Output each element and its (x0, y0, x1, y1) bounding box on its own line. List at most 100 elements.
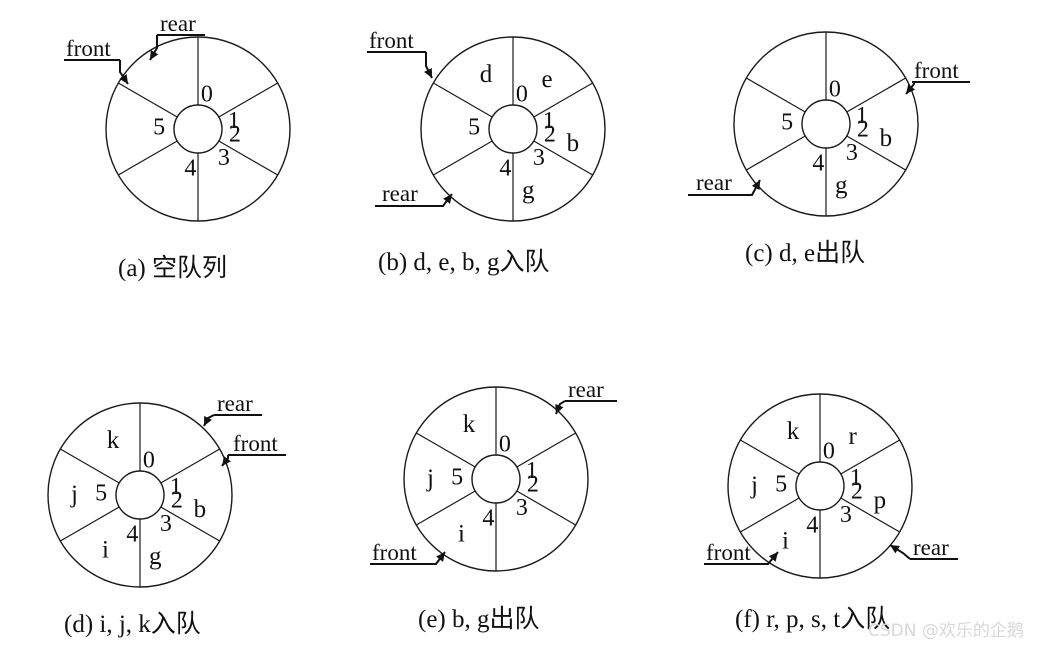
slot-value-5: j (750, 472, 758, 499)
slot-value-4: i (782, 528, 789, 555)
slot-index-2: 2 (171, 487, 183, 513)
slot-index-5: 5 (781, 110, 793, 136)
slot-index-5: 5 (468, 115, 480, 141)
slot-index-2: 2 (851, 478, 863, 504)
rear-pointer: rear (555, 377, 617, 415)
rear-arrowhead (751, 180, 760, 190)
slot-divider (416, 432, 476, 468)
slot-value-5: j (70, 481, 78, 508)
slot-value-1: e (542, 66, 553, 93)
front-label: front (372, 540, 417, 565)
rear-arrowhead (555, 404, 564, 414)
slot-index-0: 0 (143, 447, 155, 473)
slot-index-3: 3 (846, 140, 858, 166)
caption-b: (b) d, e, b, g入队 (378, 248, 550, 276)
front-label: front (914, 58, 959, 83)
slot-value-2: b (194, 496, 207, 523)
slot-index-4: 4 (499, 155, 511, 181)
rear-pointer: rear (203, 391, 262, 427)
slot-divider (118, 82, 178, 118)
caption-a: (a) 空队列 (118, 254, 227, 282)
slot-divider (846, 77, 906, 113)
inner-ring (471, 454, 521, 504)
slot-value-2: b (880, 125, 893, 152)
watermark: CSDN @欢乐的企鹅 (868, 621, 1024, 641)
slot-divider (840, 439, 900, 475)
front-label: front (706, 540, 751, 565)
rear-arrowhead (890, 545, 900, 554)
slot-value-4: i (458, 521, 465, 548)
caption-d: (d) i, j, k入队 (64, 610, 201, 638)
front-label: front (233, 431, 278, 456)
slot-index-5: 5 (153, 115, 165, 141)
slot-index-2: 2 (857, 116, 869, 142)
slot-divider (118, 140, 178, 176)
slot-divider (416, 490, 476, 526)
slot-value-2: p (874, 487, 887, 514)
front-pointer: front (905, 58, 970, 95)
slot-index-3: 3 (516, 495, 528, 521)
slot-divider (60, 448, 120, 484)
slot-value-2: b (567, 130, 580, 157)
front-pointer: front (221, 431, 286, 467)
front-arrowhead (222, 456, 231, 466)
slot-index-0: 0 (829, 76, 841, 102)
front-label: front (66, 36, 111, 61)
front-arrowhead (424, 68, 432, 78)
front-arrowhead (768, 552, 778, 562)
rear-label: rear (696, 170, 732, 195)
slot-index-3: 3 (840, 502, 852, 528)
slot-index-5: 5 (775, 472, 787, 498)
rear-arrowhead (150, 50, 159, 60)
slot-index-5: 5 (95, 481, 107, 507)
front-arrowhead (906, 84, 916, 94)
inner-ring (795, 461, 845, 511)
slot-value-3: g (835, 172, 848, 199)
slot-divider (60, 506, 120, 542)
rear-label: rear (217, 391, 253, 416)
slot-value-5: j (426, 465, 434, 492)
slot-index-3: 3 (218, 145, 230, 171)
rear-pointer: rear (375, 181, 453, 207)
rear-label: rear (568, 377, 604, 402)
slot-index-0: 0 (499, 431, 511, 457)
slot-index-3: 3 (533, 145, 545, 171)
slot-divider (433, 140, 493, 176)
slot-index-0: 0 (201, 81, 213, 107)
slot-index-1: 1 (228, 108, 240, 134)
slot-value-0: k (107, 427, 120, 454)
slot-divider (218, 82, 278, 118)
front-arrowhead (119, 74, 128, 84)
slot-index-1: 1 (850, 465, 862, 491)
slot-index-3: 3 (160, 511, 172, 537)
slot-divider (840, 497, 900, 533)
slot-value-1: r (849, 423, 858, 450)
front-label: front (369, 28, 414, 53)
inner-ring (488, 104, 538, 154)
slot-divider (433, 82, 493, 118)
slot-value-3: g (149, 543, 162, 570)
slot-divider (218, 140, 278, 176)
rear-label: rear (382, 181, 418, 206)
slot-divider (160, 506, 220, 542)
slot-index-1: 1 (543, 108, 555, 134)
slot-index-0: 0 (516, 81, 528, 107)
slot-value-3: g (522, 177, 535, 204)
front-pointer: front (370, 540, 446, 565)
inner-ring (173, 104, 223, 154)
caption-c: (c) d, e出队 (745, 239, 865, 267)
rear-label: rear (913, 535, 949, 560)
front-pointer: front (704, 540, 779, 565)
slot-value-0: d (480, 61, 493, 88)
slot-value-0: k (463, 411, 476, 438)
slot-index-4: 4 (184, 155, 196, 181)
slot-divider (846, 135, 906, 171)
slot-value-0: k (787, 418, 800, 445)
